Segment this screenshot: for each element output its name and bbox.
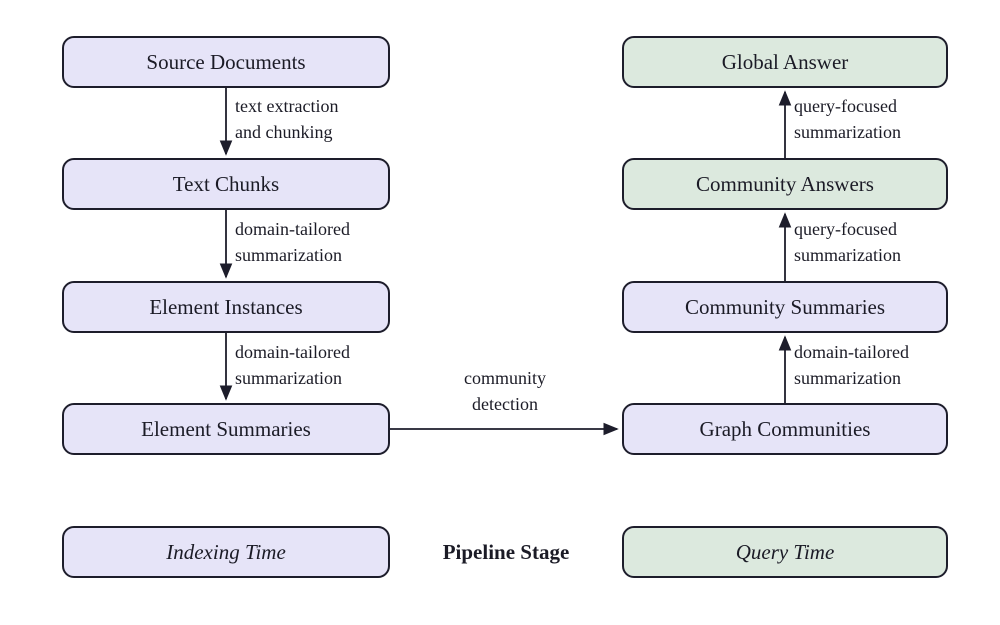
edge-label-domain-summarization-3: domain-tailored summarization (794, 342, 909, 389)
legend-indexing-time: Indexing Time (62, 526, 390, 578)
box-element-summaries: Element Summaries (62, 403, 390, 455)
edge-label-text-extraction: text extraction and chunking (235, 96, 339, 143)
edge-label-domain-summarization-2: domain-tailored summarization (235, 342, 350, 389)
box-source-documents: Source Documents (62, 36, 390, 88)
legend-pipeline-stage: Pipeline Stage (442, 539, 570, 564)
box-text-chunks: Text Chunks (62, 158, 390, 210)
edge-label-community-detection: community detection (464, 368, 546, 415)
box-graph-communities: Graph Communities (622, 403, 948, 455)
box-global-answer: Global Answer (622, 36, 948, 88)
legend-query-time: Query Time (622, 526, 948, 578)
edge-label-query-summarization-2: query-focused summarization (794, 96, 901, 143)
box-element-instances: Element Instances (62, 281, 390, 333)
edge-label-domain-summarization-1: domain-tailored summarization (235, 219, 350, 266)
box-community-summaries: Community Summaries (622, 281, 948, 333)
edge-label-query-summarization-1: query-focused summarization (794, 219, 901, 266)
box-community-answers: Community Answers (622, 158, 948, 210)
